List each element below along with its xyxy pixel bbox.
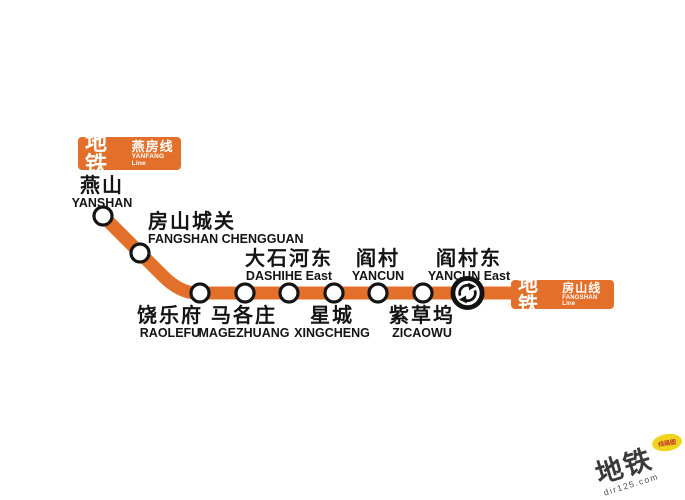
station-label-dashihe-east: 大石河东 DASHIHE East	[245, 248, 333, 283]
station-label-xingcheng: 星城 XINGCHENG	[294, 305, 370, 340]
station-label-fangshan-chengguan: 房山城关 FANGSHAN CHENGGUAN	[148, 211, 304, 246]
station-label-yancun-east: 阎村东 YANCUN East	[427, 248, 511, 283]
fangshan-line-badge: 地铁 房山线 FANGSHAN Line	[511, 275, 614, 315]
station-label-raolefu: 饶乐府 RAOLEFU	[137, 305, 203, 340]
line-name-cn: 燕房线	[131, 139, 174, 154]
station-marker-yancun	[367, 282, 389, 304]
station-label-magezhuang: 马各庄 MAGEZHUANG	[198, 305, 290, 340]
station-label-yancun: 阎村 YANCUN	[351, 248, 405, 283]
station-marker-magezhuang	[234, 282, 256, 304]
interchange-icon	[450, 275, 485, 311]
station-marker-xingcheng	[323, 282, 345, 304]
line-name-en: YANFANG Line	[131, 153, 165, 167]
yanfang-line-badge: 地铁 燕房线 YANFANG Line	[78, 131, 181, 175]
station-marker-zicaowu	[412, 282, 434, 304]
station-label-zicaowu: 紫草坞 ZICAOWU	[389, 305, 455, 340]
station-marker-fangshan-chengguan	[129, 242, 151, 264]
station-label-yanshan: 燕山 YANSHAN	[71, 175, 133, 210]
station-marker-dashihe-east	[278, 282, 300, 304]
metro-logo-text: 地铁	[85, 129, 110, 177]
metro-logo-text: 地铁	[518, 273, 540, 316]
line-name-en: FANGSHAN Line	[562, 295, 598, 307]
station-marker-raolefu	[189, 282, 211, 304]
line-name-cn: 房山线	[562, 281, 602, 295]
station-marker-yanshan	[92, 205, 114, 227]
